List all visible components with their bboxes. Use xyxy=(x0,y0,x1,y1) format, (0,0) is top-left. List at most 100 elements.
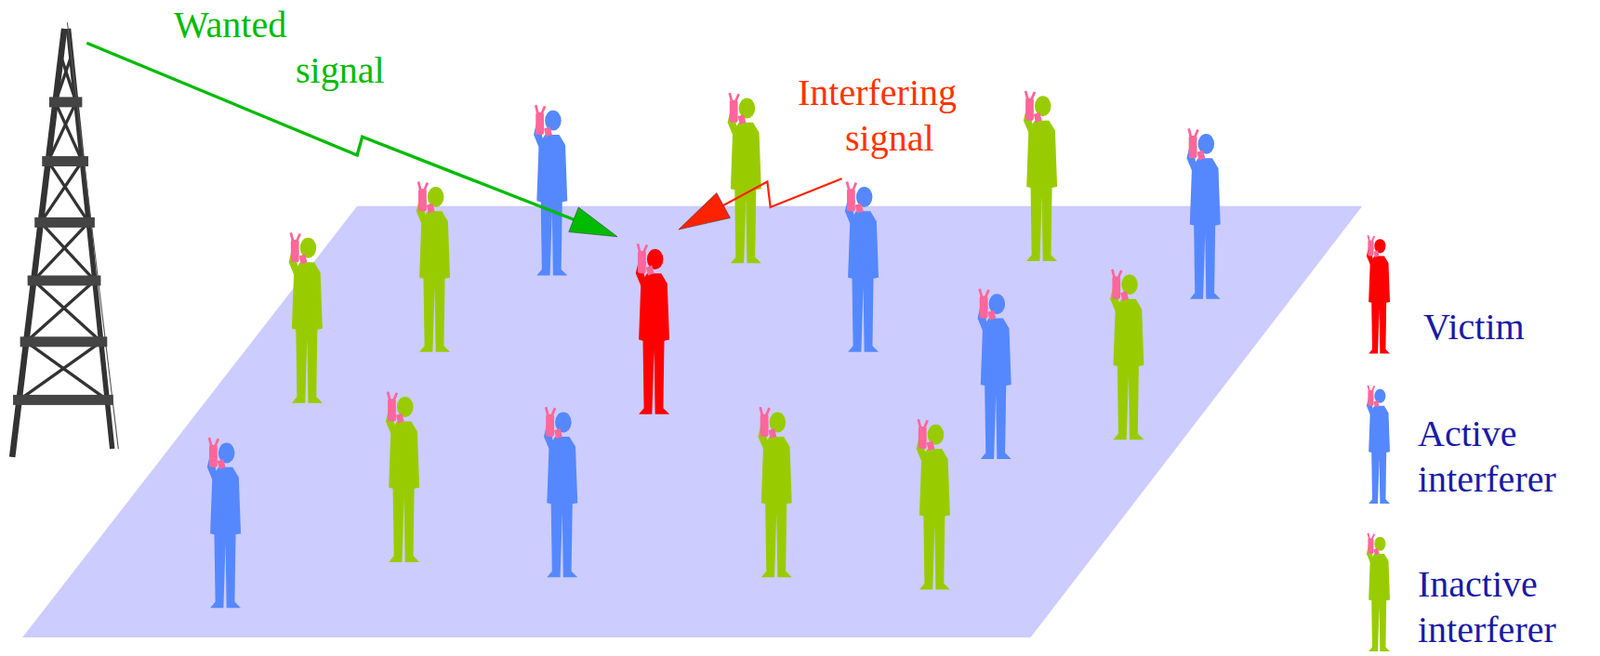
antenna-tower xyxy=(12,22,119,458)
person-figure xyxy=(635,243,670,414)
legend-swatch xyxy=(1366,533,1390,652)
legend-text: Active interferer xyxy=(1417,410,1586,503)
person-figure xyxy=(977,289,1011,460)
phone-hand xyxy=(767,428,777,439)
phone-hand xyxy=(1196,149,1205,160)
tower-brace xyxy=(40,222,95,281)
person-figure xyxy=(1110,269,1144,440)
phone-hand xyxy=(426,203,436,214)
tower-bar xyxy=(13,395,114,406)
phone-antenna xyxy=(729,92,740,102)
phone-antenna xyxy=(760,407,770,416)
phone-hand xyxy=(1120,290,1129,302)
phone xyxy=(1367,538,1374,555)
person-body xyxy=(1112,299,1144,440)
arrow-head xyxy=(678,192,731,230)
phone-hand xyxy=(554,428,563,439)
person-figure xyxy=(289,232,323,403)
phone xyxy=(1367,240,1374,257)
legend-text: Victim xyxy=(1423,304,1591,350)
phone-hand xyxy=(987,310,996,321)
phone xyxy=(1025,97,1034,120)
tower-brace xyxy=(19,342,102,401)
person-body xyxy=(546,436,578,578)
phone-hand xyxy=(855,203,864,214)
person-figure xyxy=(207,437,241,609)
tower-bar xyxy=(20,336,108,347)
phone-antenna xyxy=(209,437,219,447)
person-body xyxy=(919,449,951,590)
phone-hand xyxy=(646,264,655,276)
person-body xyxy=(419,211,450,352)
people-group xyxy=(207,91,1221,609)
signal-label: Wanted signal xyxy=(295,1,426,93)
phone-antenna xyxy=(545,407,556,416)
phone xyxy=(729,100,739,123)
guy-wire xyxy=(66,22,119,450)
person-body xyxy=(1026,120,1058,262)
person-figure xyxy=(1186,128,1220,299)
person-figure xyxy=(416,181,450,352)
person-body xyxy=(388,421,420,562)
tower-bar xyxy=(34,217,95,228)
person-body xyxy=(1368,406,1390,504)
tower-bar xyxy=(41,156,89,167)
person-body xyxy=(210,467,241,609)
person-body xyxy=(761,436,793,578)
legend-swatch xyxy=(1366,385,1390,504)
arrow-head xyxy=(568,207,618,238)
tower-brace xyxy=(33,280,101,343)
phone-hand xyxy=(738,114,747,125)
person-body xyxy=(1368,255,1390,354)
phone-antenna xyxy=(846,181,857,190)
phone-antenna xyxy=(1367,385,1375,392)
phone-hand xyxy=(1373,548,1379,556)
phone-antenna xyxy=(918,419,928,428)
person-body xyxy=(847,211,879,352)
person-figure xyxy=(757,407,792,578)
phone xyxy=(1111,277,1121,300)
phone-hand xyxy=(543,126,553,137)
phone-antenna xyxy=(418,181,428,190)
phone xyxy=(979,295,989,318)
person-figure xyxy=(1023,91,1058,262)
phone xyxy=(209,445,218,468)
person-body xyxy=(291,262,323,403)
legend-marks xyxy=(1366,235,1390,652)
tower-brace xyxy=(26,342,107,401)
phone-antenna xyxy=(1189,128,1199,137)
legend-swatch xyxy=(1366,235,1390,354)
person-body xyxy=(638,273,670,414)
person-body xyxy=(1190,158,1221,299)
person-body xyxy=(536,134,568,276)
phone-hand xyxy=(1373,400,1379,409)
person-figure xyxy=(385,392,420,563)
person-figure xyxy=(533,105,568,276)
phone-hand xyxy=(926,440,936,451)
phone-antenna xyxy=(535,105,545,114)
signal-arrows xyxy=(86,42,842,238)
phone-antenna xyxy=(637,243,648,252)
person-figure xyxy=(845,181,879,352)
phone-antenna xyxy=(387,392,397,401)
phone xyxy=(418,188,427,212)
tower-leg xyxy=(68,28,113,450)
tower-bar xyxy=(49,96,82,107)
phone-antenna xyxy=(290,232,301,241)
person-figure xyxy=(543,407,578,578)
phone-hand xyxy=(299,253,308,265)
signal-line xyxy=(723,178,842,208)
phone-antenna xyxy=(1025,91,1035,100)
tower-brace xyxy=(26,280,95,343)
person-body xyxy=(1368,554,1390,652)
tower-leg xyxy=(12,28,65,458)
tower-bar xyxy=(27,275,102,286)
phone-hand xyxy=(1373,250,1379,258)
phone xyxy=(760,414,769,437)
ground-plane xyxy=(22,206,1362,638)
person-figure xyxy=(727,92,762,264)
phone xyxy=(1367,390,1374,407)
phone xyxy=(637,251,647,274)
phone-antenna xyxy=(1367,235,1375,241)
